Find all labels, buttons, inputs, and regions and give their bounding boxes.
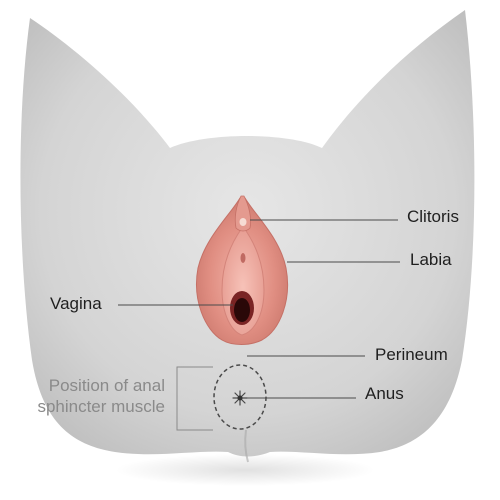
urethral-opening: [240, 253, 246, 263]
sphincter-bracket: [176, 366, 213, 431]
anus-label: Anus: [365, 384, 404, 403]
clitoris-label: Clitoris: [407, 207, 459, 226]
vagina-label: Vagina: [50, 294, 102, 313]
vaginal-opening: [234, 298, 250, 322]
labia-label: Labia: [410, 250, 452, 269]
sphincter-circle: [213, 364, 267, 430]
gluteal-cleft: [244, 429, 249, 463]
sphincter-label: Position of anal sphincter muscle: [37, 375, 165, 417]
clitoris-glans: [239, 218, 247, 226]
sphincter-label-line2: sphincter muscle: [37, 397, 165, 416]
perineum-label: Perineum: [375, 345, 448, 364]
anus-center: [237, 395, 243, 401]
clitoris-shape: [234, 195, 252, 232]
ground-shadow: [115, 454, 375, 486]
sphincter-label-line1: Position of anal: [48, 376, 165, 395]
